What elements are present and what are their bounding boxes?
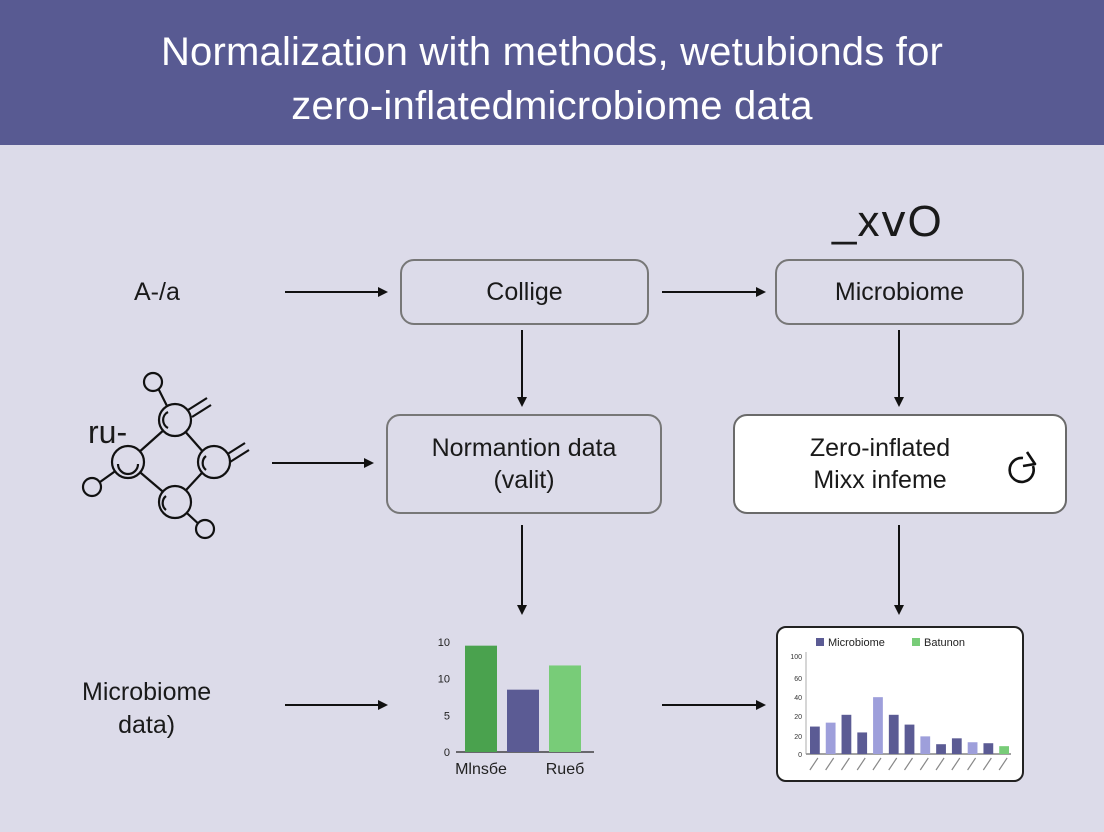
- chart2-x-tick: [809, 757, 819, 771]
- box-zero-line2: Mixx infeme: [813, 466, 947, 494]
- chart2-x-tick: [967, 757, 977, 771]
- box-microbiome-label: Microbiome: [834, 277, 965, 306]
- title-line-2: zero-inflatedmicrobiome data: [291, 84, 813, 128]
- chart2-legend-swatch: [816, 638, 824, 646]
- chart1-bar: [507, 689, 539, 752]
- chart2-y-tick: 60: [794, 676, 802, 683]
- chart2-bar: [841, 714, 852, 754]
- molecule-icon: [81, 371, 250, 540]
- top-right-symbol: _xⅴO: [832, 197, 943, 246]
- chart2-x-tick: [998, 757, 1008, 771]
- chart2-bar: [810, 726, 820, 754]
- chart2-bar: [999, 746, 1010, 754]
- chart1-x-label: Rueб: [546, 761, 585, 778]
- label-microbiome-data: Microbiome data): [82, 676, 211, 741]
- chart2-x-tick: [951, 757, 961, 771]
- chart2-bar: [967, 742, 978, 754]
- refresh-arrow-icon: [1008, 451, 1037, 484]
- chart2-bar: [951, 738, 962, 754]
- label-microbiome-data-line2: data): [118, 710, 176, 739]
- chart2-y-tick: 100: [790, 654, 802, 661]
- box-collige-label: Collige: [486, 277, 563, 306]
- chart1-y-tick: 5: [444, 710, 450, 722]
- chart2-bar: [904, 724, 915, 754]
- chart1-y-tick: 0: [444, 747, 450, 759]
- chart2-y-tick: 20: [794, 714, 802, 721]
- chart2-bar: [888, 714, 899, 754]
- box-zero-inflated[interactable]: Zero-inflated Mixx infeme: [733, 414, 1067, 514]
- chart1-bar: [465, 645, 497, 752]
- chart2-bar: [936, 744, 946, 754]
- chart2-bar: [920, 736, 931, 754]
- chart2-x-tick: [872, 757, 882, 771]
- chart1-bar: [549, 665, 581, 752]
- chart2-bar: [857, 732, 868, 754]
- chart2-x-tick: [935, 757, 945, 771]
- box-zero-line1: Zero-inflated: [809, 433, 951, 462]
- chart2-y-tick: 0: [798, 752, 802, 759]
- chart2-bar: [983, 743, 994, 754]
- box-normantion-line1: Normantion data: [431, 433, 617, 462]
- chart2-x-tick: [840, 757, 850, 771]
- label-microbiome-data-line1: Microbiome: [82, 678, 212, 706]
- chart2-bar: [873, 697, 883, 754]
- chart-box-grouped: [776, 626, 1024, 782]
- chart2-x-tick: [982, 757, 992, 771]
- header-banner: Normalization with methods, wetubionds f…: [0, 0, 1104, 145]
- chart2-legend-label: Batunon: [924, 637, 965, 649]
- chart2-y-tick: 20: [794, 734, 802, 741]
- chart2-y-tick: 40: [794, 695, 802, 702]
- box-normantion-data[interactable]: Normantion data (valit): [386, 414, 662, 514]
- chart2-x-tick: [919, 757, 929, 771]
- box-microbiome[interactable]: Microbiome: [775, 259, 1024, 325]
- title-line-1: Normalization with methods, wetubionds f…: [160, 30, 944, 74]
- chart1-y-tick: 10: [438, 637, 450, 649]
- box-normantion-line2: (valit): [493, 466, 555, 494]
- box-collige[interactable]: Collige: [400, 259, 649, 325]
- chart2-legend-label: Microbiome: [828, 637, 885, 649]
- chart2-x-tick: [904, 757, 914, 771]
- label-a-la: A-/a: [134, 278, 180, 306]
- chart1-x-label: Mlnsбe: [455, 761, 507, 778]
- chart2-x-tick: [856, 757, 866, 771]
- chart2-x-tick: [888, 757, 898, 771]
- chart2-legend-swatch: [912, 638, 920, 646]
- chart1-y-tick: 10: [438, 674, 450, 686]
- molecule-tag: ru-: [88, 414, 128, 450]
- chart2-x-tick: [825, 757, 835, 771]
- chart2-bar: [825, 722, 836, 754]
